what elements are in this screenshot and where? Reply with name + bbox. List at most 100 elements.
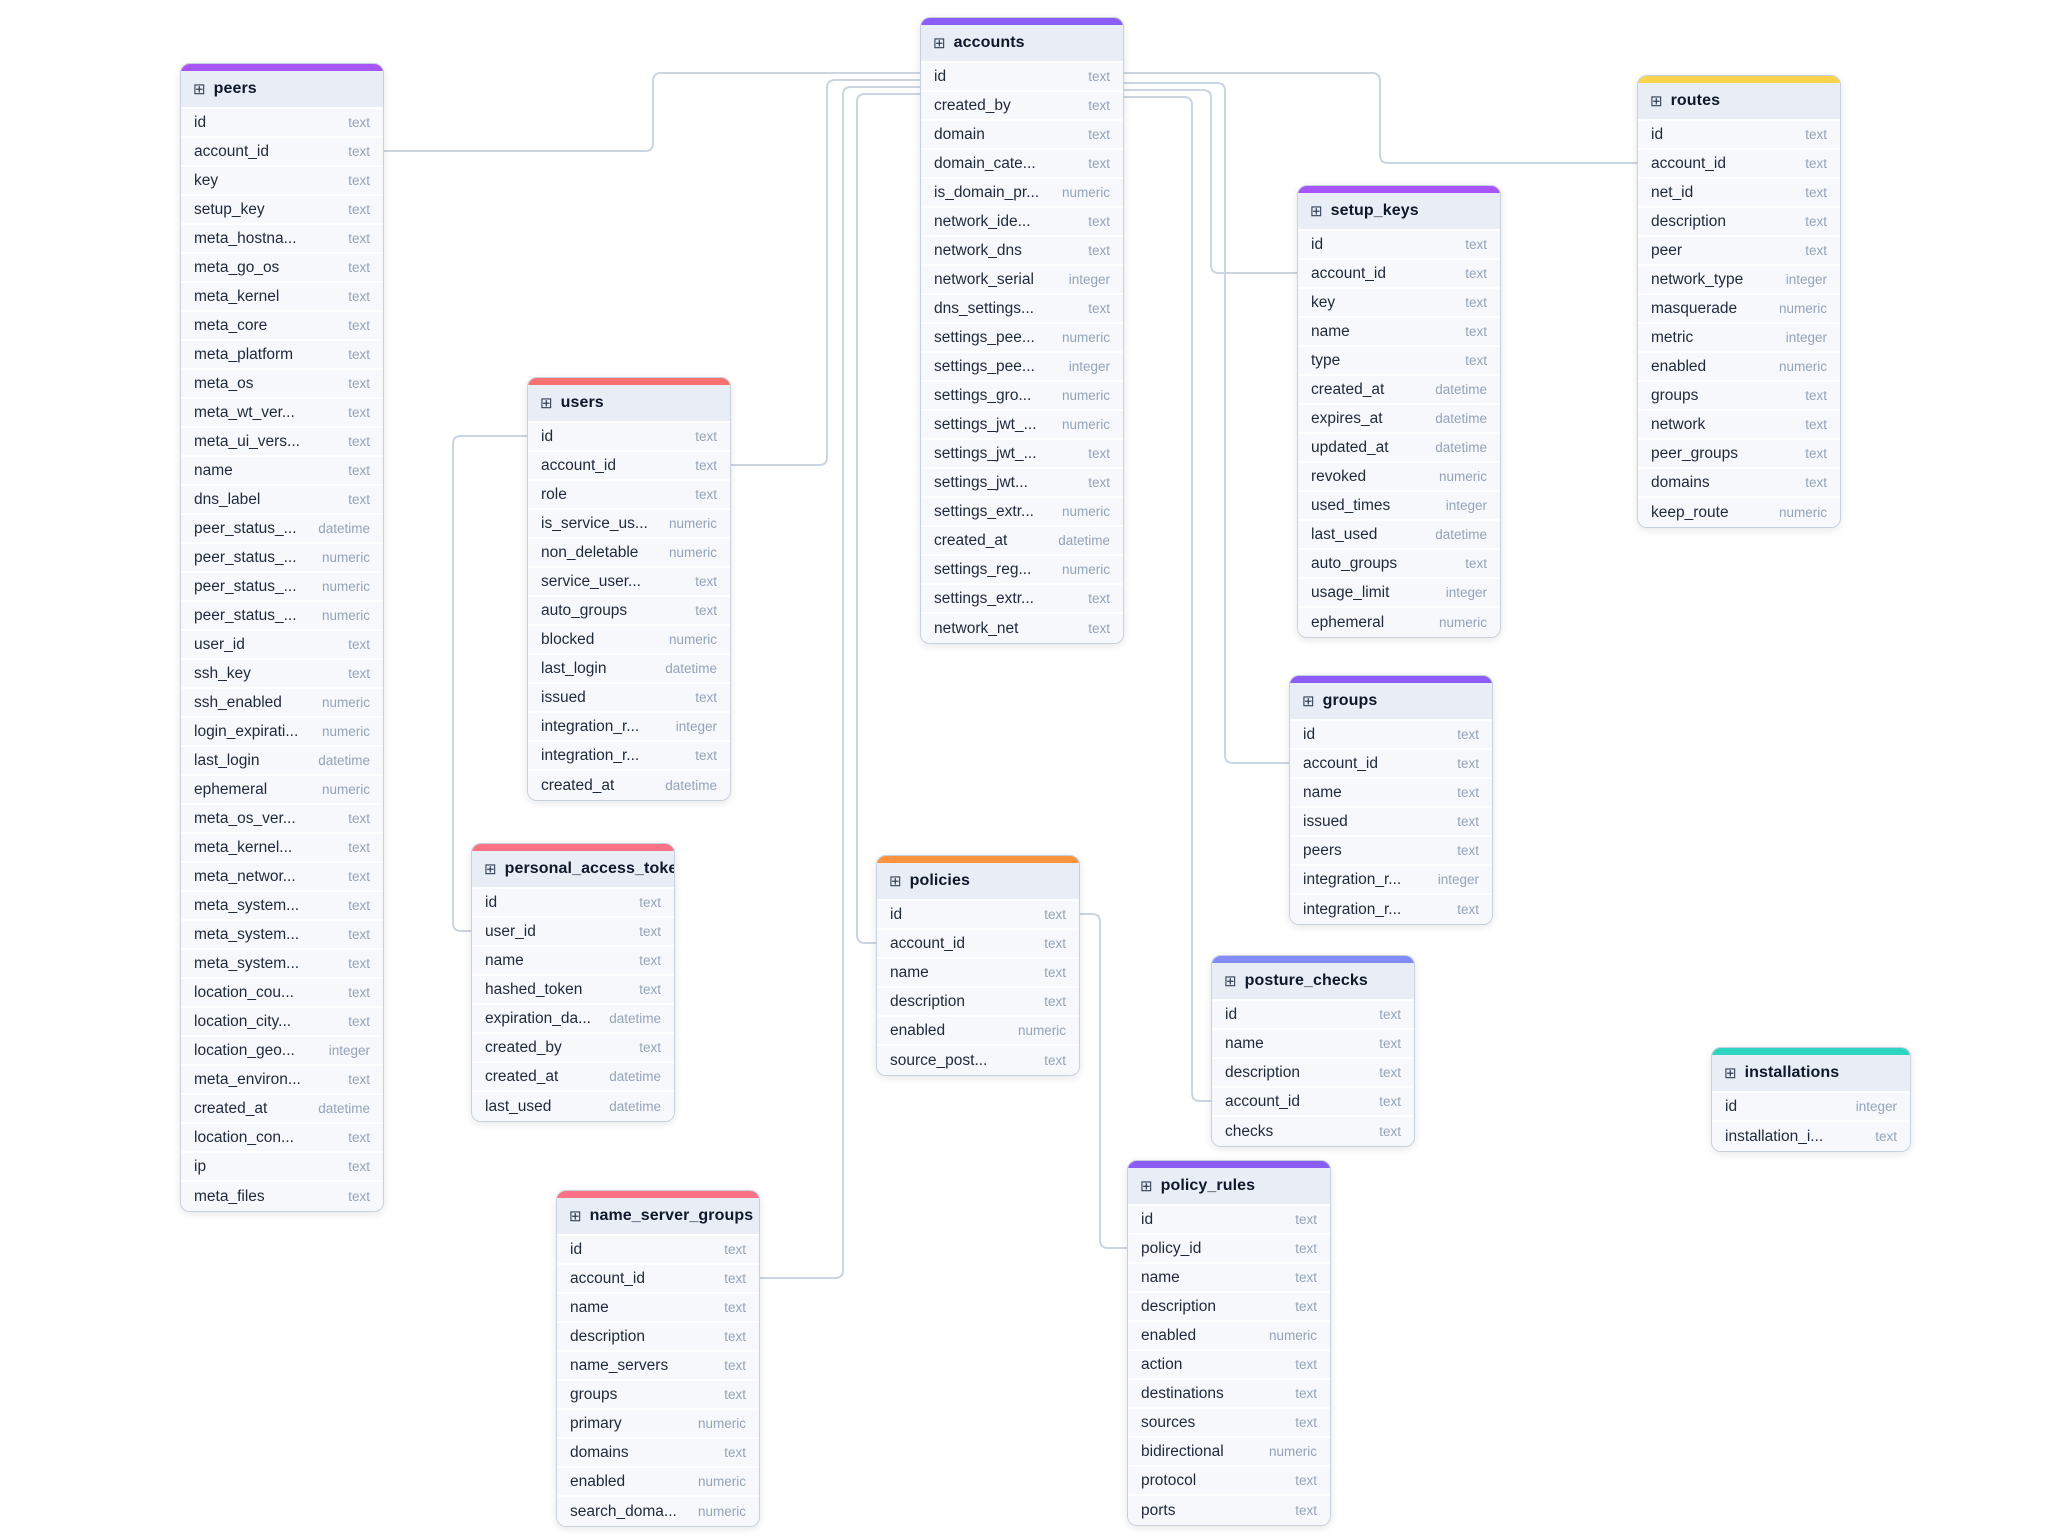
field-row-peers-27[interactable]: meta_system...text — [181, 892, 383, 921]
table-header-policy_rules[interactable]: ⊞policy_rules — [1128, 1168, 1330, 1206]
field-row-users-3[interactable]: is_service_us...numeric — [528, 510, 730, 539]
field-row-personal_access_tokens-4[interactable]: expiration_da...datetime — [472, 1005, 674, 1034]
field-row-users-10[interactable]: integration_r...integer — [528, 713, 730, 742]
field-row-accounts-17[interactable]: settings_reg...numeric — [921, 556, 1123, 585]
field-row-peers-24[interactable]: meta_os_ver...text — [181, 805, 383, 834]
table-header-peers[interactable]: ⊞peers — [181, 71, 383, 109]
field-row-peers-28[interactable]: meta_system...text — [181, 921, 383, 950]
field-row-groups-5[interactable]: integration_r...integer — [1290, 866, 1492, 895]
field-row-policies-5[interactable]: source_post...text — [877, 1046, 1079, 1075]
table-header-posture_checks[interactable]: ⊞posture_checks — [1212, 963, 1414, 1001]
field-row-accounts-9[interactable]: settings_pee...numeric — [921, 324, 1123, 353]
field-row-peers-10[interactable]: meta_wt_ver...text — [181, 399, 383, 428]
field-row-peers-17[interactable]: peer_status_...numeric — [181, 602, 383, 631]
field-row-peers-33[interactable]: meta_environ...text — [181, 1066, 383, 1095]
field-row-accounts-11[interactable]: settings_gro...numeric — [921, 382, 1123, 411]
field-row-peers-35[interactable]: location_con...text — [181, 1124, 383, 1153]
field-row-accounts-13[interactable]: settings_jwt_...text — [921, 440, 1123, 469]
table-header-policies[interactable]: ⊞policies — [877, 863, 1079, 901]
field-row-accounts-12[interactable]: settings_jwt_...numeric — [921, 411, 1123, 440]
field-row-peers-21[interactable]: login_expirati...numeric — [181, 718, 383, 747]
table-header-groups[interactable]: ⊞groups — [1290, 683, 1492, 721]
field-row-accounts-15[interactable]: settings_extr...numeric — [921, 498, 1123, 527]
field-row-accounts-4[interactable]: is_domain_pr...numeric — [921, 179, 1123, 208]
field-row-peers-26[interactable]: meta_networ...text — [181, 863, 383, 892]
